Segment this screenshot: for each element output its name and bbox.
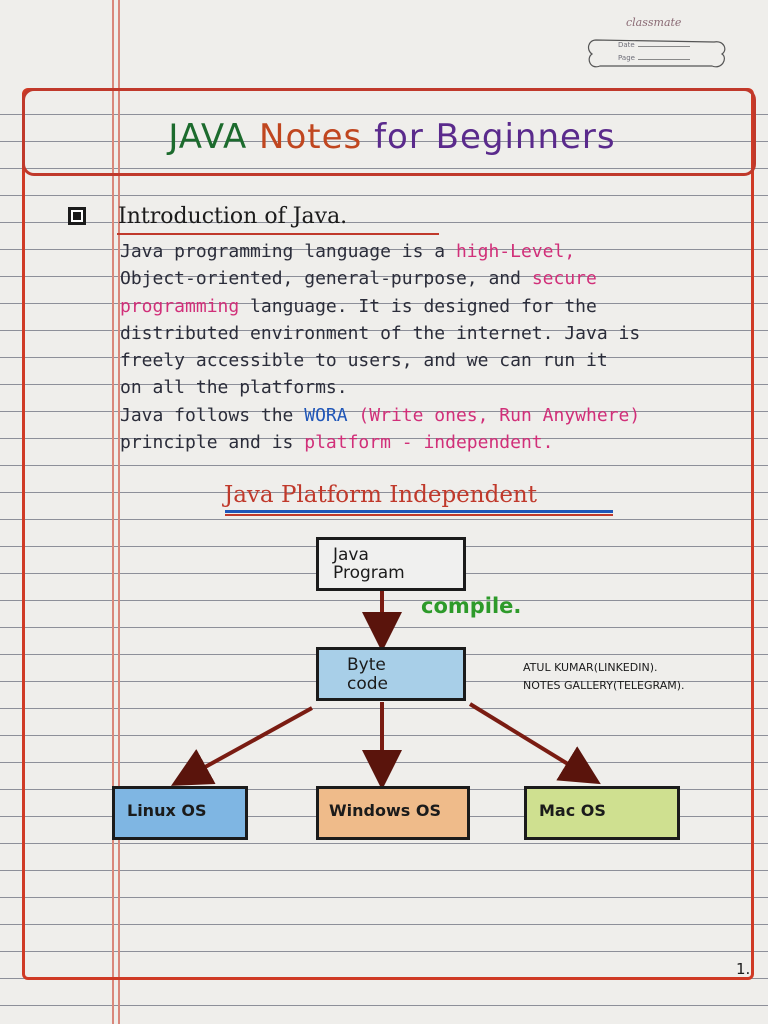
author-credit: ATUL KUMAR(LINKEDIN). NOTES GALLERY(TELE… [523,659,685,695]
logo-scroll-icon [587,39,726,68]
compile-label: compile. [421,594,522,618]
paragraph-line: Object-oriented, general-purpose, and se… [120,265,760,292]
margin-line-left-2 [118,0,120,1024]
diagram-heading: Java Platform Independent [224,482,537,508]
intro-heading: Introduction of Java. [118,204,348,229]
title-for-beginners: for Beginners [374,117,616,157]
paragraph-segment: Object-oriented, general-purpose, and [120,268,532,290]
paragraph-segment: language. It is designed for the [239,295,597,317]
page-number: 1. [736,960,751,978]
paragraph-segment: (Write ones, Run Anywhere) [347,404,641,426]
paragraph-segment: platform - independent. [304,432,554,454]
paragraph-segment: principle and is [120,432,305,454]
intro-paragraph: Java programming language is a high-Leve… [120,238,760,456]
arrow-bytecode-to-linux [170,706,313,786]
page-field: Page [618,54,690,62]
paragraph-segment: secure [531,268,597,290]
paragraph-segment: programming [120,295,240,317]
paragraph-segment: on all the platforms. [120,377,348,399]
bytecode-line2: code [347,674,388,694]
paragraph-line: Java programming language is a high-Leve… [120,238,760,265]
title-notes: Notes [259,117,363,157]
date-label: Date [618,41,635,49]
paragraph-segment: Java programming language is a [120,241,456,262]
square-bullet-icon [68,207,86,225]
paragraph-line: freely accessible to users, and we can r… [120,347,760,374]
intro-heading-underline [117,233,439,235]
bytecode-box: Byte code [316,647,466,701]
windows-os-box: Windows OS [316,786,470,840]
date-field: Date [618,41,690,49]
title-java: JAVA [168,117,248,157]
bytecode-line1: Byte [347,655,386,675]
paragraph-segment: high-Level, [455,241,576,262]
page-label: Page [618,54,635,62]
paragraph-line: programming language. It is designed for… [120,293,760,320]
credit-line1: ATUL KUMAR(LINKEDIN). [523,661,658,674]
paragraph-line: distributed environment of the internet.… [120,320,760,347]
paragraph-segment: Java follows the [120,404,305,426]
paragraph-segment: distributed environment of the internet.… [120,322,641,344]
arrow-bytecode-to-mac [468,702,601,785]
title-box: JAVA Notes for Beginners [22,88,756,176]
diagram-heading-underline-blue [225,510,613,513]
java-program-line2: Program [333,563,405,583]
java-program-line1: Java [333,545,369,565]
paragraph-segment: freely accessible to users, and we can r… [120,350,608,372]
paragraph-segment: WORA [304,404,348,426]
page-header-strip [0,0,768,86]
brand-name: classmate [626,16,682,29]
mac-os-box: Mac OS [524,786,680,840]
paragraph-line: on all the platforms. [120,374,760,401]
paragraph-line: Java follows the WORA (Write ones, Run A… [120,402,760,429]
margin-line-left-1 [112,0,114,1024]
diagram-heading-underline-red [225,514,613,516]
credit-line2: NOTES GALLERY(TELEGRAM). [523,679,685,692]
classmate-logo: classmate Date Page [582,14,732,74]
linux-os-box: Linux OS [112,786,248,840]
java-program-box: Java Program [316,537,466,591]
paragraph-line: principle and is platform - independent. [120,429,760,456]
page-title: JAVA Notes for Beginners [25,117,759,157]
